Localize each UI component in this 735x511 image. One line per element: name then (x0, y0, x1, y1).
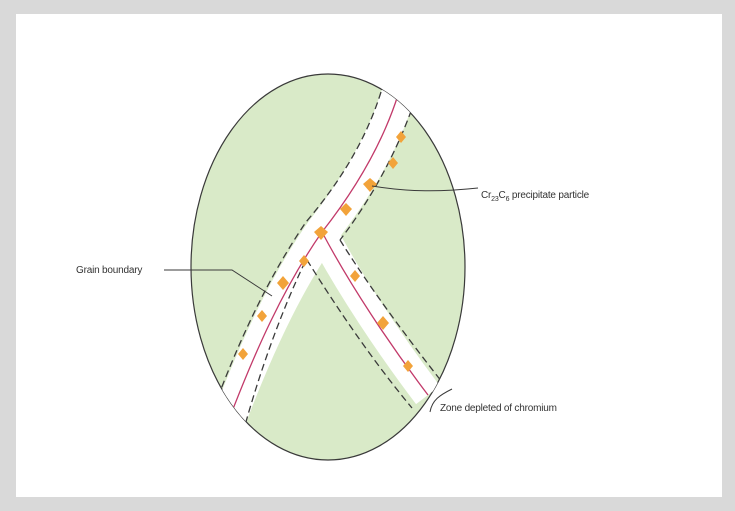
grain-boundary-diagram (16, 14, 722, 497)
precipitate-label-text: precipitate particle (509, 190, 589, 201)
precipitate-formula-sub1: 23 (491, 196, 498, 203)
precipitate-formula-cr: Cr (481, 190, 491, 201)
precipitate-particle-label: Cr23C6 precipitate particle (481, 190, 589, 203)
precipitate-formula-c: C (499, 190, 506, 201)
diagram-frame: Grain boundary Cr23C6 precipitate partic… (16, 14, 722, 497)
depleted-zone-label: Zone depleted of chromium (440, 403, 557, 414)
grain-boundary-label: Grain boundary (76, 265, 142, 276)
